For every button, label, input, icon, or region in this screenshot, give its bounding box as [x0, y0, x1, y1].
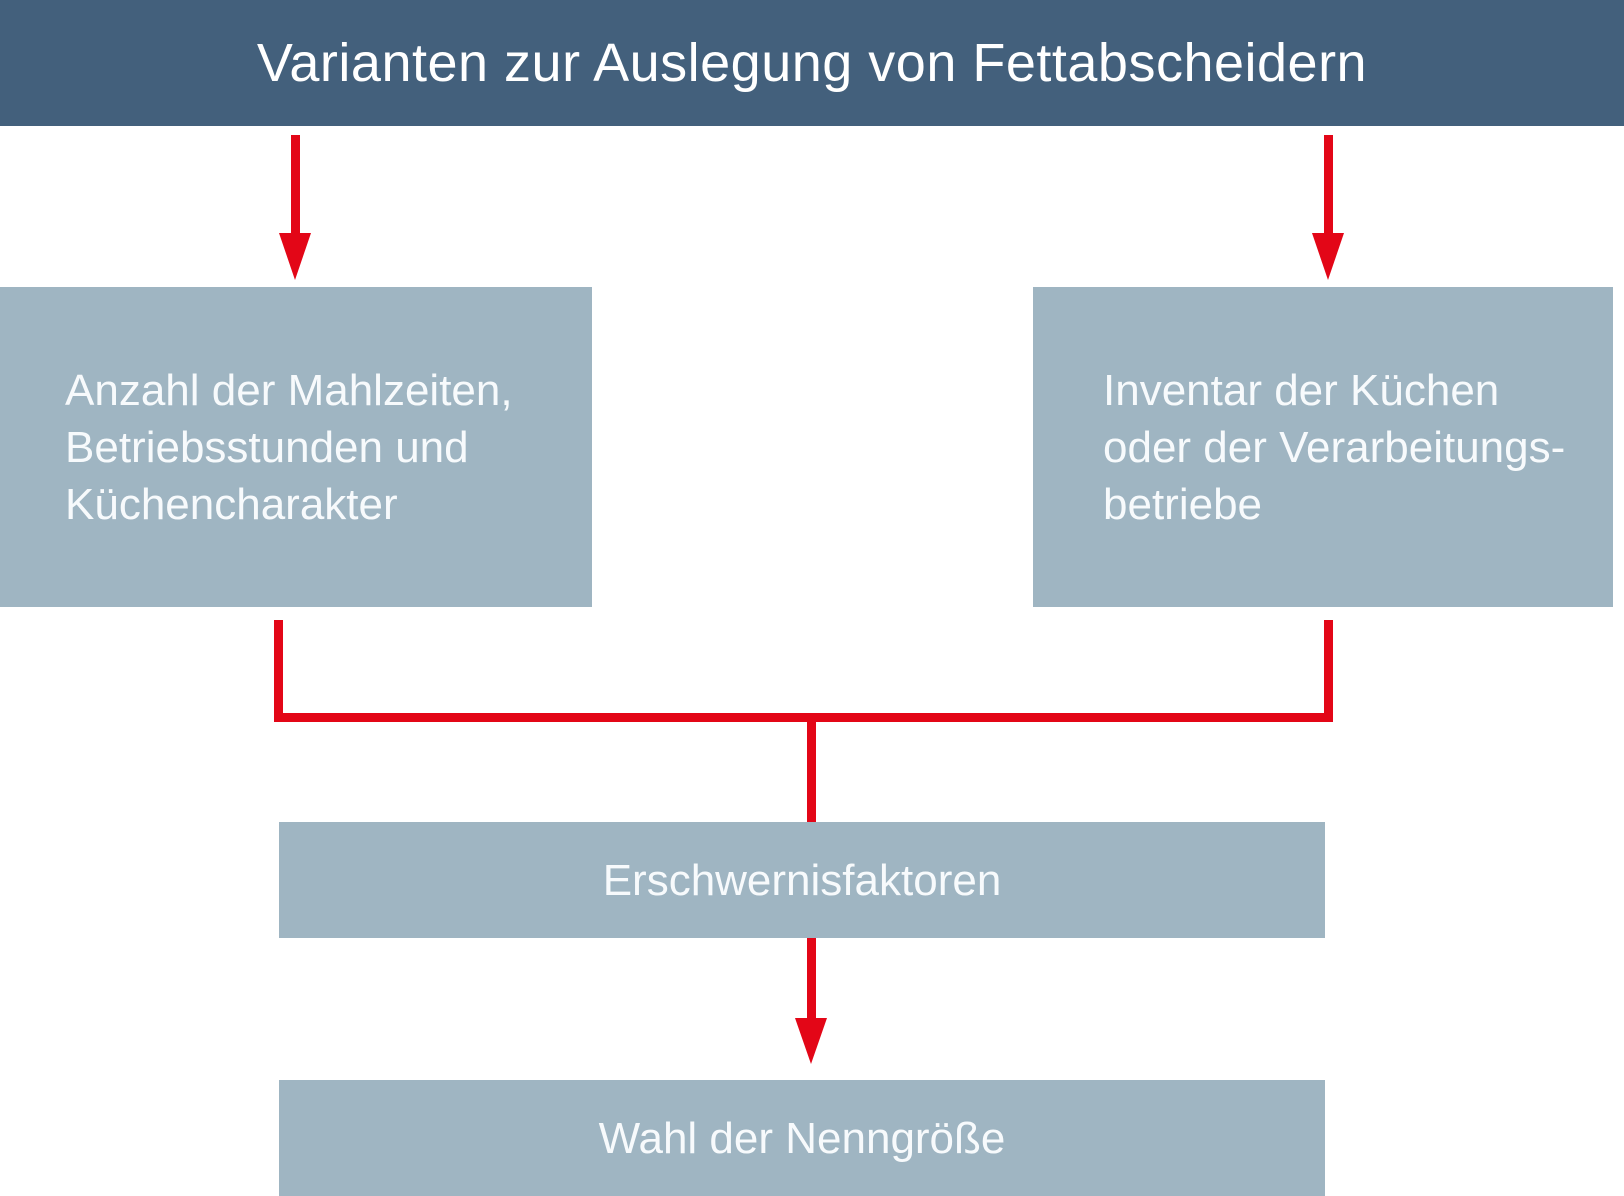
- connector-merge-horizontal: [274, 713, 1333, 722]
- arrow-shaft-middle-to-result: [807, 938, 816, 1018]
- node-nominal-size-choice: Wahl der Nenngröße: [279, 1080, 1325, 1196]
- node-text-line: Anzahl der Mahlzeiten,: [65, 365, 513, 415]
- node-aggravating-factors: Erschwernisfaktoren: [279, 822, 1325, 938]
- node-text-line: Küchencharakter: [65, 479, 398, 529]
- node-label: Erschwernisfaktoren: [602, 855, 1002, 905]
- node-kitchen-inventory: Inventar der Küchen oder der Verarbeitun…: [1033, 287, 1613, 607]
- node-text-line: Inventar der Küchen: [1103, 365, 1500, 415]
- header-bar: Varianten zur Auslegung von Fettabscheid…: [0, 0, 1624, 126]
- connector-center-drop: [807, 722, 816, 822]
- node-text-line: oder der Verarbeitungs-: [1103, 422, 1566, 472]
- diagram-title: Varianten zur Auslegung von Fettabscheid…: [256, 33, 1368, 93]
- arrow-shaft-title-to-left: [291, 135, 300, 233]
- connector-left-vertical: [274, 620, 283, 722]
- node-text-line: Betriebsstunden und: [65, 422, 469, 472]
- arrow-head-middle-to-result-icon: [795, 1018, 827, 1064]
- connector-right-vertical: [1324, 620, 1333, 722]
- node-meals-hours-kitchen-character: Anzahl der Mahlzeiten, Betriebsstunden u…: [0, 287, 592, 607]
- arrow-shaft-title-to-right: [1324, 135, 1333, 233]
- node-text-line: betriebe: [1103, 479, 1263, 529]
- arrow-head-title-to-left-icon: [279, 233, 311, 280]
- arrow-head-title-to-right-icon: [1312, 233, 1344, 280]
- node-label: Wahl der Nenngröße: [598, 1113, 1006, 1163]
